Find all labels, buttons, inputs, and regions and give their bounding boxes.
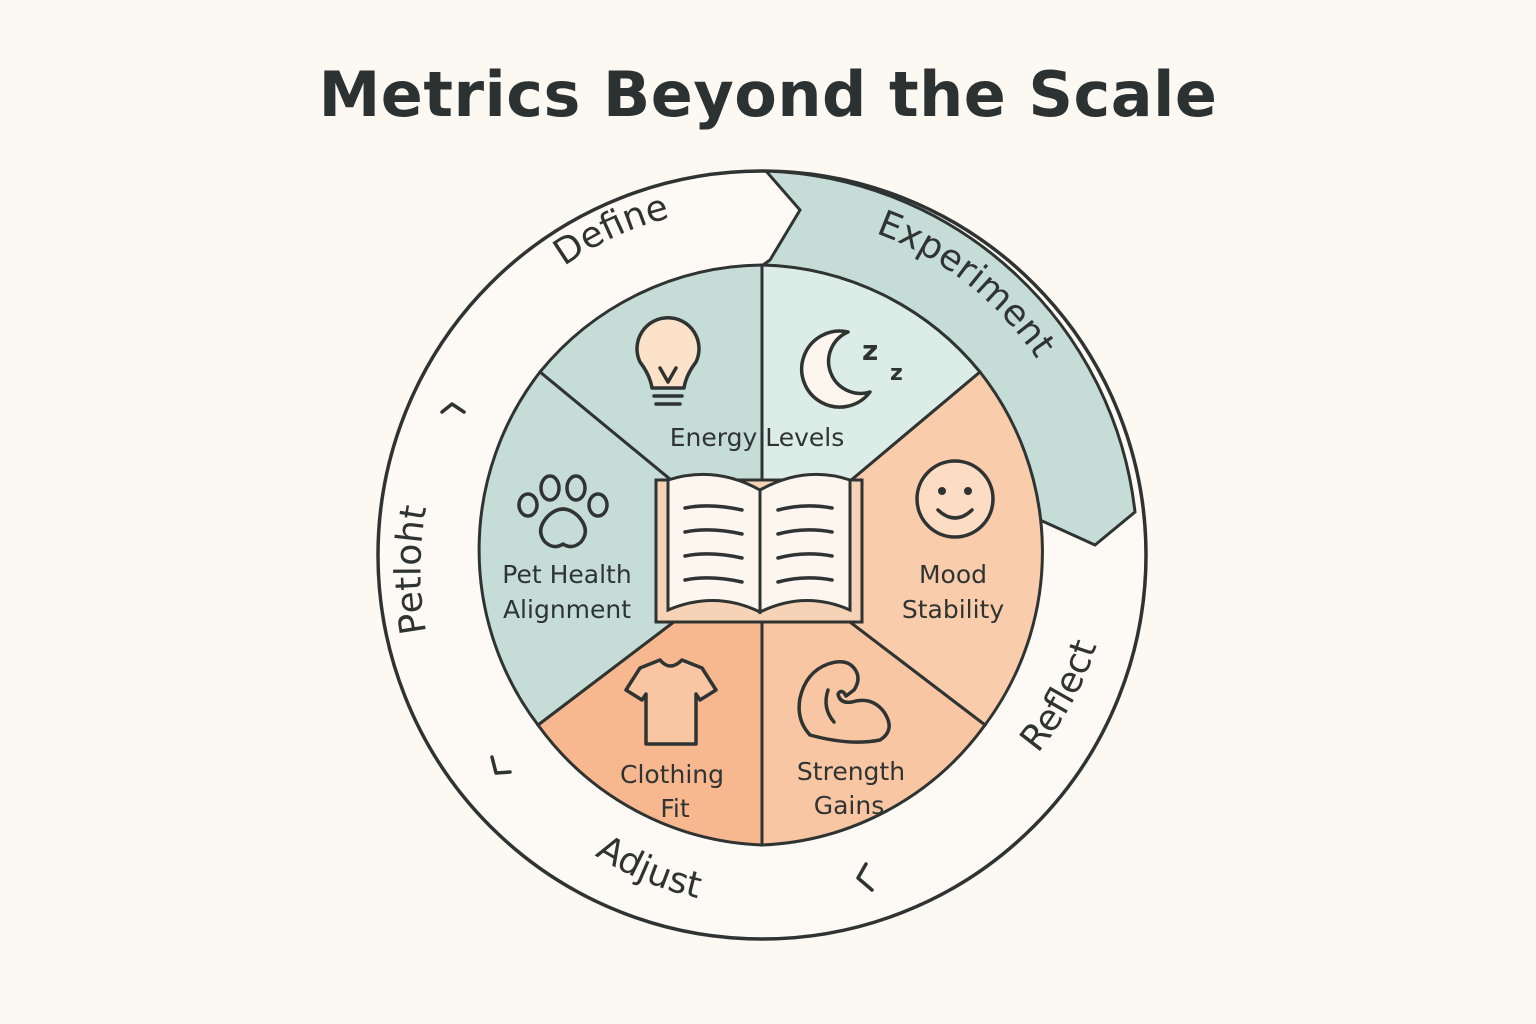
svg-text:z: z: [862, 334, 878, 367]
svg-text:z: z: [890, 361, 903, 386]
chevron-bottom-right-icon: [856, 862, 874, 892]
lightbulb-icon: [635, 316, 701, 406]
stage-label-petloht: Petloht: [388, 502, 435, 637]
flexed-arm-icon: [797, 660, 891, 744]
segment-labels: Energy Levels Mood Stability Pet Health …: [502, 423, 1004, 823]
segment-label-mood-2: Stability: [902, 595, 1005, 624]
segment-label-strength-1: Strength: [797, 757, 905, 786]
diagram-title: Metrics Beyond the Scale: [318, 58, 1218, 131]
segment-label-mood-1: Mood: [919, 560, 987, 589]
segment-label-energy: Energy Levels: [670, 423, 845, 452]
t-shirt-icon: [624, 658, 718, 746]
chevron-left-top-icon: [440, 402, 466, 414]
segment-label-clothing-2: Fit: [660, 794, 690, 823]
segment-label-clothing-1: Clothing: [620, 760, 724, 789]
segment-label-pet-1: Pet Health: [502, 560, 631, 589]
open-book-icon: [654, 472, 864, 624]
ring-chevrons: [440, 402, 874, 892]
smiley-face-icon: [915, 459, 995, 539]
paw-print-icon: [517, 474, 609, 549]
chevron-left-bottom-icon: [490, 755, 512, 775]
segment-label-strength-2: Gains: [814, 791, 885, 820]
segment-label-pet-2: Alignment: [503, 595, 631, 624]
sleep-moon-icon: z z: [799, 329, 903, 409]
